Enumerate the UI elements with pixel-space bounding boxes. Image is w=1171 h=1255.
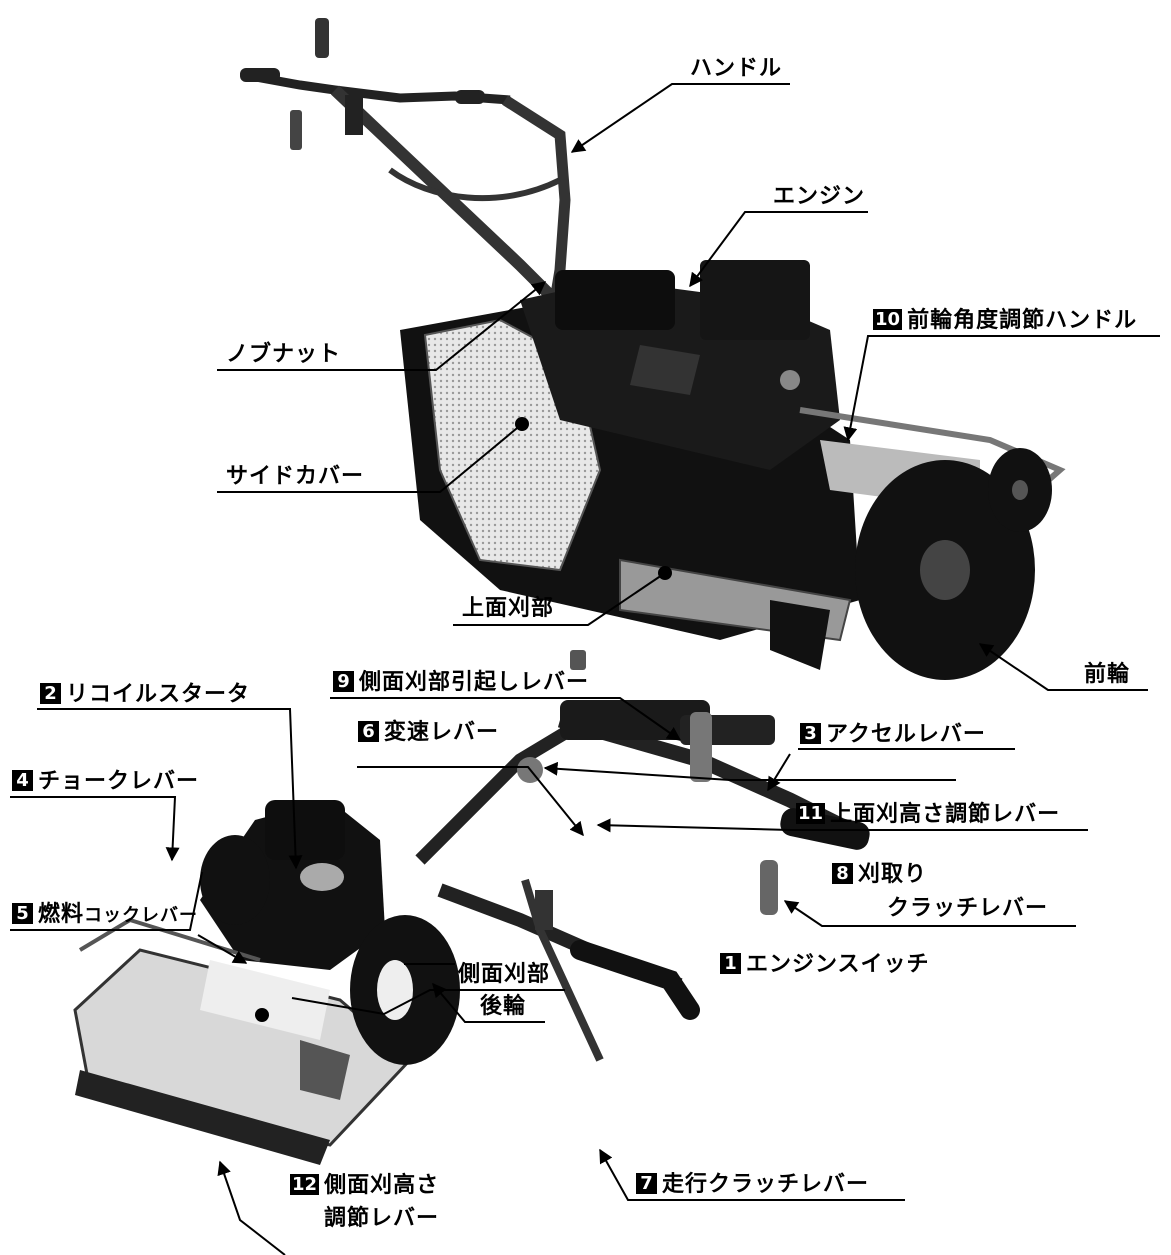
callout-number: 3: [800, 723, 821, 744]
label-cutting-clutch-lever-line2: クラッチレバー: [887, 896, 1049, 921]
callout-dots: [255, 417, 672, 1022]
label-rear-wheel: 後輪: [480, 994, 527, 1019]
label-handle: ハンドル: [690, 56, 783, 81]
label-text: リコイルスタータ: [66, 682, 251, 707]
callout-number: 6: [358, 721, 379, 742]
callout-number: 8: [832, 863, 853, 884]
callout-number: 9: [333, 671, 354, 692]
label-side-cover: サイドカバー: [226, 464, 365, 489]
callout-number: 4: [12, 770, 33, 791]
callout-number: 7: [636, 1173, 657, 1194]
callout-number: 12: [290, 1174, 320, 1195]
label-text: 上面刈高さ調節レバー: [830, 802, 1061, 827]
leader-lines: [10, 83, 1160, 1255]
label-text: チョークレバー: [38, 769, 200, 794]
top-mower: [240, 18, 1066, 680]
label-text: 側面刈部引起しレバー: [359, 670, 590, 695]
label-side-cutter: 側面刈部: [458, 962, 551, 987]
label-top-cutter: 上面刈部: [462, 596, 555, 621]
callout-number: 11: [796, 803, 826, 824]
label-side-height-adjust-lever-line2: 調節レバー: [324, 1206, 440, 1231]
label-engine: エンジン: [773, 184, 866, 209]
label-front-wheel: 前輪: [1084, 662, 1131, 687]
label-knob-nut: ノブナット: [226, 342, 342, 367]
label-text: 前輪角度調節ハンドル: [907, 308, 1138, 333]
label-text-small: コックレバー: [84, 905, 199, 926]
label-text: アクセルレバー: [826, 722, 986, 747]
label-text: 走行クラッチレバー: [662, 1172, 870, 1197]
callout-number: 10: [873, 309, 903, 330]
label-text: 側面刈高さ: [324, 1173, 440, 1198]
callout-number: 2: [40, 683, 61, 704]
label-text: 燃料: [38, 902, 85, 927]
label-text: エンジンスイッチ: [746, 952, 930, 977]
callout-number: 1: [720, 953, 741, 974]
label-text: 刈取り: [858, 862, 928, 887]
callout-number: 5: [12, 903, 33, 924]
label-text: 変速レバー: [384, 720, 500, 745]
